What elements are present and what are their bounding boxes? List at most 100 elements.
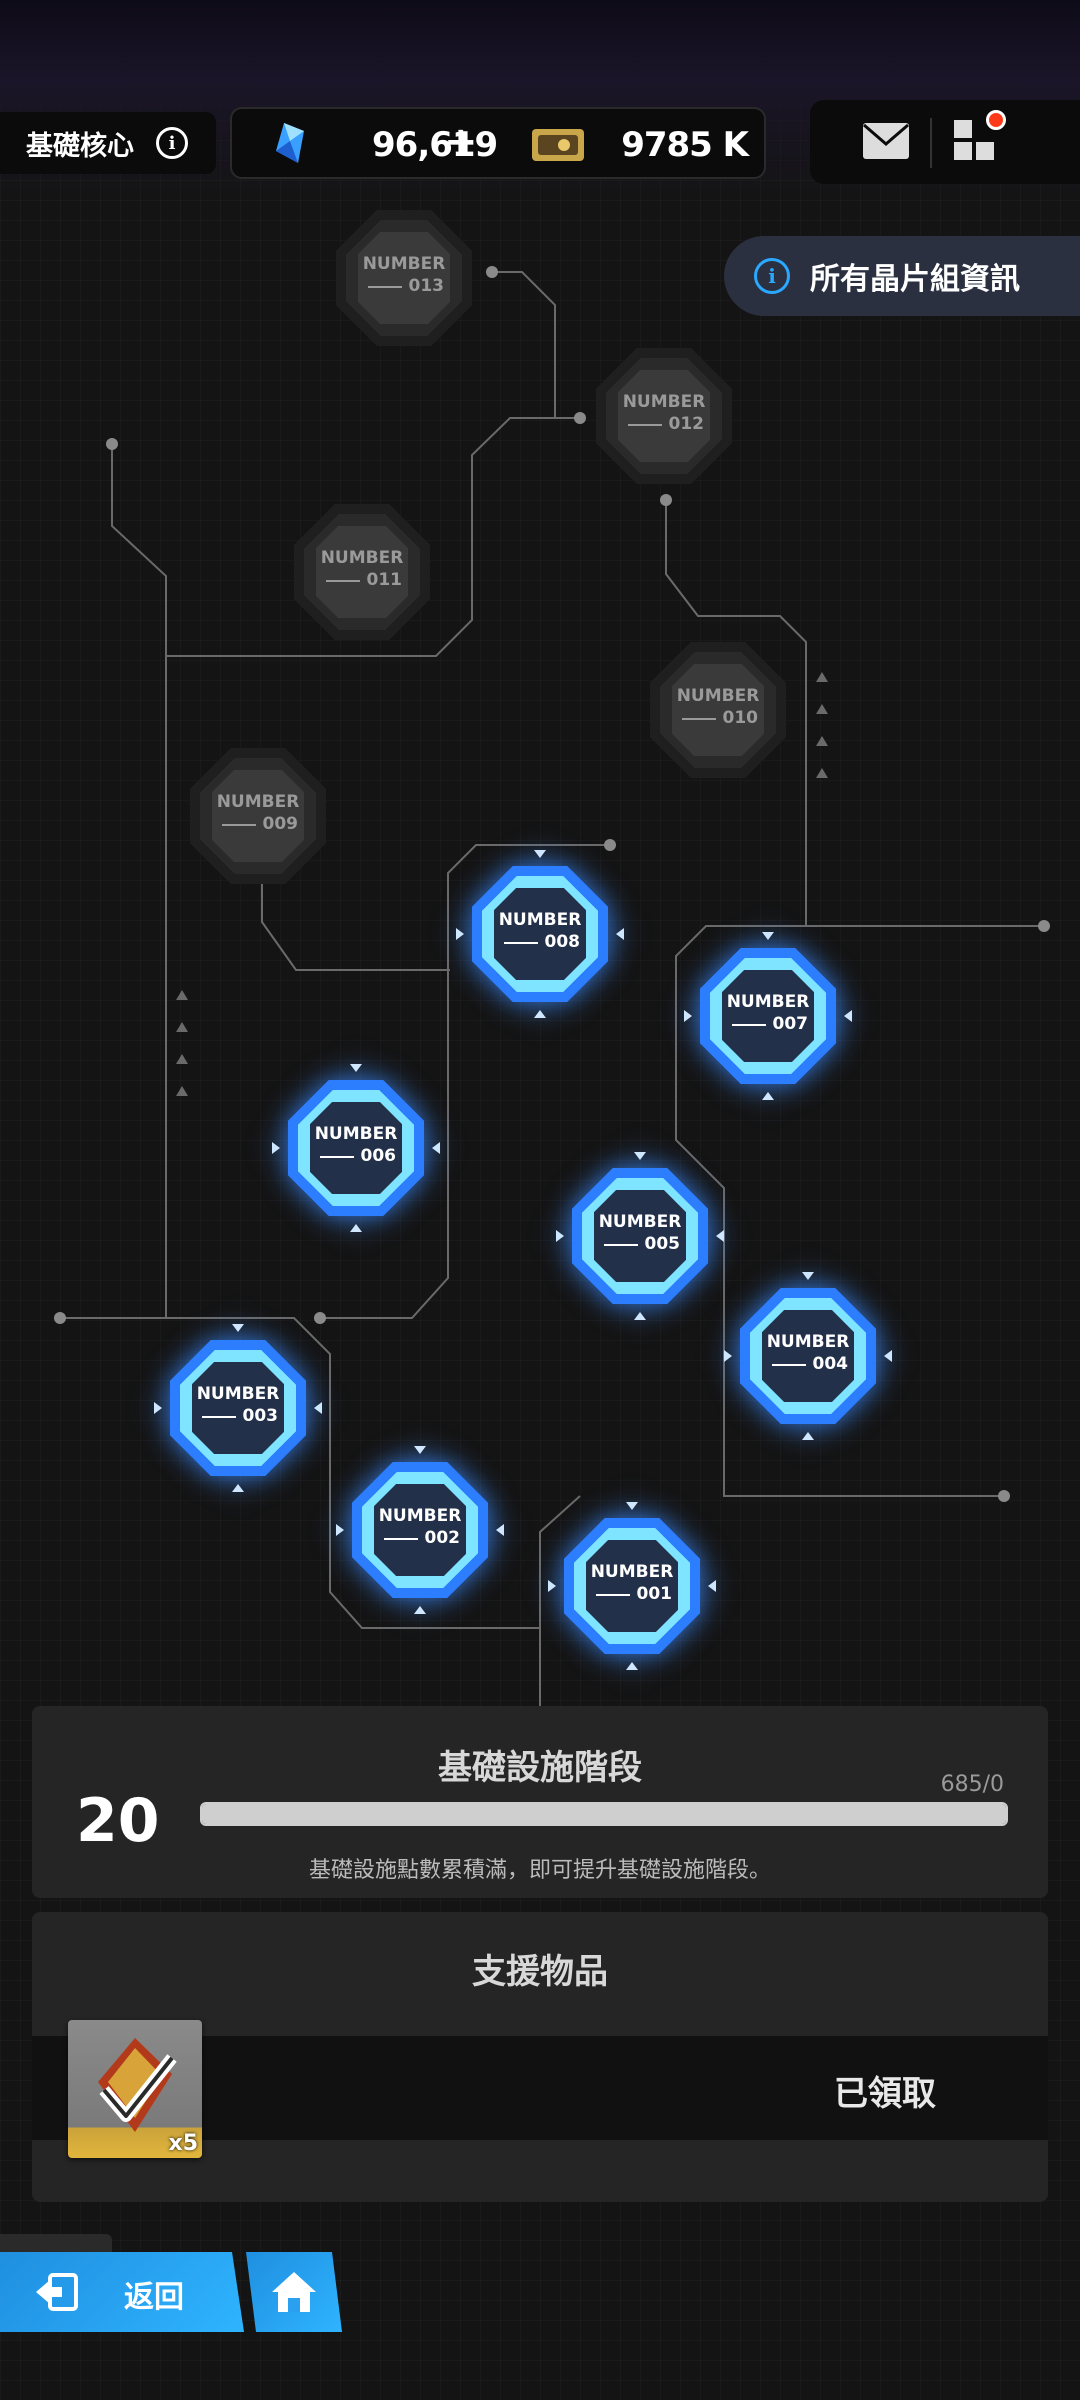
back-button[interactable]: 返回 xyxy=(0,2252,244,2332)
mail-icon[interactable] xyxy=(862,122,910,160)
node-label: NUMBER xyxy=(362,254,446,274)
all-chips-info-button[interactable]: i 所有晶片組資訊 xyxy=(724,236,1080,316)
node-number: 008 xyxy=(500,932,580,952)
gem-count: 96,619 xyxy=(372,125,498,165)
arrow-right-icon xyxy=(884,1350,892,1362)
home-icon xyxy=(272,2272,316,2312)
exit-icon xyxy=(36,2273,78,2311)
arrow-down-icon xyxy=(626,1662,638,1670)
reward-item-icon xyxy=(98,2038,177,2132)
node-number: 012 xyxy=(624,414,704,434)
add-gems-button[interactable]: + xyxy=(444,119,478,165)
arrow-up-icon xyxy=(534,850,546,858)
arrow-left-icon xyxy=(456,928,464,940)
arrow-left-icon xyxy=(272,1142,280,1154)
arrow-left-icon xyxy=(336,1524,344,1536)
arrow-right-icon xyxy=(844,1010,852,1022)
arrow-left-icon xyxy=(154,1402,162,1414)
stage-progress-bar xyxy=(200,1802,1008,1826)
node-core xyxy=(310,1102,402,1194)
item-quantity: x5 xyxy=(168,2131,199,2156)
node-number: 010 xyxy=(678,708,758,728)
node-number: 006 xyxy=(316,1146,396,1166)
node-label: NUMBER xyxy=(498,910,582,930)
stage-points: 685/0 xyxy=(940,1772,1004,1797)
notification-dot xyxy=(986,110,1006,130)
arrow-down-icon xyxy=(414,1606,426,1614)
arrow-down-icon xyxy=(534,1010,546,1018)
node-number: 001 xyxy=(592,1584,672,1604)
arrow-left-icon xyxy=(556,1230,564,1242)
arrow-left-icon xyxy=(724,1350,732,1362)
node-core xyxy=(762,1310,854,1402)
arrow-down-icon xyxy=(762,1092,774,1100)
support-title: 支援物品 xyxy=(472,1952,608,1992)
back-label: 返回 xyxy=(124,2280,184,2315)
page-title: 基礎核心 xyxy=(26,130,134,162)
gem-icon xyxy=(276,123,304,163)
arrow-down-icon xyxy=(232,1484,244,1492)
node-core xyxy=(618,370,710,462)
node-label: NUMBER xyxy=(378,1506,462,1526)
node-number: 004 xyxy=(768,1354,848,1374)
node-label: NUMBER xyxy=(320,548,404,568)
node-core xyxy=(594,1190,686,1282)
arrow-right-icon xyxy=(496,1524,504,1536)
support-item-slot[interactable]: x5 xyxy=(68,2020,202,2158)
node-number: 011 xyxy=(322,570,402,590)
node-number: 013 xyxy=(364,276,444,296)
node-core xyxy=(586,1540,678,1632)
node-core xyxy=(494,888,586,980)
home-button[interactable] xyxy=(246,2252,342,2332)
node-number: 007 xyxy=(728,1014,808,1034)
node-label: NUMBER xyxy=(196,1384,280,1404)
arrow-left-icon xyxy=(548,1580,556,1592)
info-icon: i xyxy=(754,258,790,294)
stage-description: 基礎設施點數累積滿，即可提升基礎設施階段。 xyxy=(308,1858,771,1883)
menu-grid-icon[interactable] xyxy=(954,120,996,162)
node-core xyxy=(192,1362,284,1454)
arrow-right-icon xyxy=(432,1142,440,1154)
node-core xyxy=(358,232,450,324)
node-core xyxy=(212,770,304,862)
arrow-down-icon xyxy=(634,1312,646,1320)
arrow-right-icon xyxy=(708,1580,716,1592)
arrow-up-icon xyxy=(762,932,774,940)
node-number: 003 xyxy=(198,1406,278,1426)
credit-count: 9785 K xyxy=(621,125,749,165)
arrow-right-icon xyxy=(616,928,624,940)
node-core xyxy=(316,526,408,618)
top-right-icons xyxy=(810,100,1080,184)
arrow-right-icon xyxy=(716,1230,724,1242)
node-core xyxy=(374,1484,466,1576)
info-icon[interactable]: i xyxy=(156,127,188,159)
all-chips-info-label: 所有晶片組資訊 xyxy=(810,262,1020,297)
stage-level: 20 xyxy=(76,1786,160,1856)
node-label: NUMBER xyxy=(622,392,706,412)
node-label: NUMBER xyxy=(598,1212,682,1232)
infrastructure-stage-panel: 基礎設施階段 20 685/0 基礎設施點數累積滿，即可提升基礎設施階段。 xyxy=(32,1706,1048,1898)
node-core xyxy=(672,664,764,756)
arrow-up-icon xyxy=(350,1064,362,1072)
node-label: NUMBER xyxy=(216,792,300,812)
arrow-up-icon xyxy=(634,1152,646,1160)
node-label: NUMBER xyxy=(314,1124,398,1144)
node-number: 009 xyxy=(218,814,298,834)
node-label: NUMBER xyxy=(726,992,810,1012)
stage-title: 基礎設施階段 xyxy=(438,1748,642,1788)
arrow-up-icon xyxy=(232,1324,244,1332)
arrow-up-icon xyxy=(626,1502,638,1510)
